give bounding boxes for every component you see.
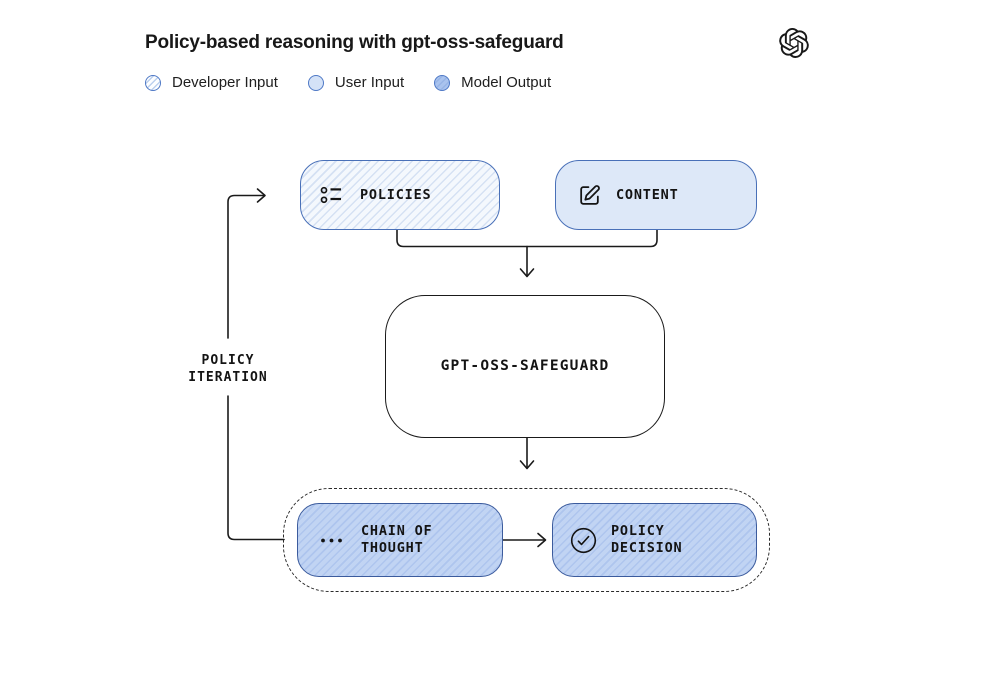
list-icon xyxy=(320,185,344,205)
node-label: POLICY DECISION xyxy=(611,523,682,557)
node-content: CONTENT xyxy=(555,160,757,230)
arrowhead-down-1 xyxy=(519,268,535,278)
policy-iteration-line1: POLICY xyxy=(201,353,255,368)
node-label-line2: DECISION xyxy=(611,540,683,556)
node-gpt-oss-safeguard: GPT-OSS-SAFEGUARD xyxy=(385,295,665,438)
hatched-white-circle-icon xyxy=(145,74,161,91)
node-policies: POLICIES xyxy=(300,160,500,230)
legend-label: Model Output xyxy=(461,74,552,91)
legend-label: User Input xyxy=(334,74,405,91)
hatched-blue-circle-icon xyxy=(434,74,451,91)
solid-light-circle-icon xyxy=(307,74,324,91)
arrowhead-down-2 xyxy=(519,460,535,470)
legend-label: Developer Input xyxy=(172,74,278,91)
check-circle-icon xyxy=(570,527,597,554)
node-label: CHAIN OF THOUGHT xyxy=(361,523,432,557)
arrowhead-right-2 xyxy=(256,188,266,203)
legend-item-developer-input: Developer Input xyxy=(145,74,278,91)
node-label: CONTENT xyxy=(616,186,679,203)
node-label: POLICIES xyxy=(360,186,432,203)
feedback-loop-bottom xyxy=(227,395,285,541)
ellipsis-icon xyxy=(320,537,343,544)
node-label: GPT-OSS-SAFEGUARD xyxy=(440,358,610,374)
legend-item-model-output: Model Output xyxy=(434,74,551,91)
node-label-line1: CHAIN OF xyxy=(361,523,433,539)
legend: Developer Input User Input Model Output xyxy=(145,74,581,91)
merge-bracket-line xyxy=(396,229,658,248)
legend-item-user-input: User Input xyxy=(307,74,405,91)
edit-icon xyxy=(577,183,602,208)
feedback-loop-top xyxy=(227,194,265,339)
openai-logo-icon xyxy=(779,28,809,58)
page-title: Policy-based reasoning with gpt-oss-safe… xyxy=(145,32,564,53)
node-policy-decision: POLICY DECISION xyxy=(552,503,757,577)
node-label-line1: POLICY xyxy=(611,523,665,539)
policy-iteration-label: POLICY ITERATION xyxy=(188,352,267,386)
policy-iteration-line2: ITERATION xyxy=(188,370,268,385)
node-label-line2: THOUGHT xyxy=(361,540,424,556)
model-output-group xyxy=(283,488,770,592)
node-chain-of-thought: CHAIN OF THOUGHT xyxy=(297,503,503,577)
